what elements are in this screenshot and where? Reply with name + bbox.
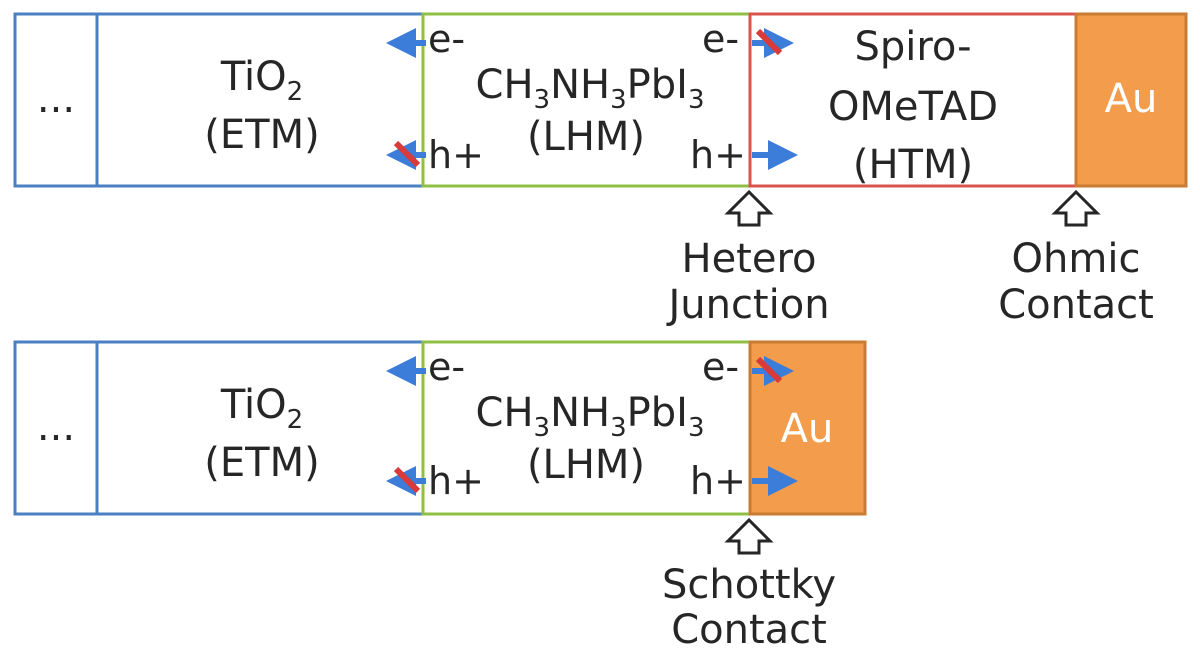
formula-part: 3: [534, 413, 551, 443]
ellipsis-1: ...: [37, 76, 75, 122]
schottky-label-1: Schottky: [662, 562, 836, 608]
ohmic-label-1: Ohmic: [1012, 236, 1141, 282]
lhm-formula-2: CH3NH3PbI3: [476, 390, 705, 443]
lhm-box-1: [421, 12, 752, 188]
htm-role-1: (HTM): [853, 142, 973, 188]
htm-box-1: [748, 12, 1078, 188]
ellipsis-box-2: [13, 340, 99, 516]
block-mark-e-right-2: [755, 356, 783, 384]
schottky-label-2: Contact: [671, 607, 827, 651]
au-label-1: Au: [1105, 76, 1158, 122]
block-mark-h-left-2: [393, 466, 421, 494]
hetero-label-2: Junction: [665, 282, 829, 328]
up-arrow-schottky-icon: [724, 517, 774, 555]
au-contact-1: [1074, 12, 1188, 188]
formula-part: CH: [476, 62, 534, 108]
carrier-h-right-1: h+: [690, 133, 746, 177]
block-mark-e-right-1: [755, 28, 783, 56]
carrier-e-right-2: e-: [702, 345, 739, 389]
au-label-2: Au: [781, 406, 834, 452]
carrier-e-left-1: e-: [428, 17, 465, 61]
etm-name-2: TiO2: [220, 382, 303, 435]
device-2: ... TiO2 (ETM) CH3NH3PbI3 (LHM) Au e- h+…: [13, 340, 867, 651]
formula-part: 3: [688, 85, 705, 115]
formula-part: 3: [688, 413, 705, 443]
lhm-box-2: [421, 340, 752, 516]
formula-part: 3: [534, 85, 551, 115]
lhm-role-1: (LHM): [527, 114, 645, 160]
etm-name-1: TiO2: [220, 54, 303, 107]
carrier-h-left-2: h+: [428, 459, 484, 503]
up-arrow-ohmic-icon: [1051, 189, 1101, 227]
formula-part: NH: [550, 390, 610, 436]
ellipsis-2: ...: [37, 404, 75, 450]
formula-part: PbI: [627, 62, 688, 108]
block-mark-h-left-1: [393, 140, 421, 168]
lhm-formula-1: CH3NH3PbI3: [476, 62, 705, 115]
hetero-label-1: Hetero: [681, 236, 816, 282]
lhm-role-2: (LHM): [527, 442, 645, 488]
formula-part: CH: [476, 390, 534, 436]
formula-part: 3: [610, 85, 627, 115]
htm-line1-1: Spiro-: [854, 24, 971, 70]
etm-role-2: (ETM): [204, 440, 319, 486]
carrier-h-left-1: h+: [428, 133, 484, 177]
etm-box-1: [95, 12, 425, 188]
device-1: ... TiO2 (ETM) CH3NH3PbI3 (LHM) Spiro- O…: [13, 12, 1188, 328]
up-arrow-hetero-icon: [724, 189, 774, 227]
formula-part: 3: [610, 413, 627, 443]
carrier-e-right-1: e-: [702, 17, 739, 61]
etm-role-1: (ETM): [204, 112, 319, 158]
ellipsis-box-1: [13, 12, 99, 188]
ohmic-label-2: Contact: [998, 282, 1154, 328]
carrier-h-right-2: h+: [690, 459, 746, 503]
htm-line2-1: OMeTAD: [828, 84, 998, 130]
formula-part: PbI: [627, 390, 688, 436]
etm-box-2: [95, 340, 425, 516]
formula-part: NH: [550, 62, 610, 108]
carrier-e-left-2: e-: [428, 345, 465, 389]
